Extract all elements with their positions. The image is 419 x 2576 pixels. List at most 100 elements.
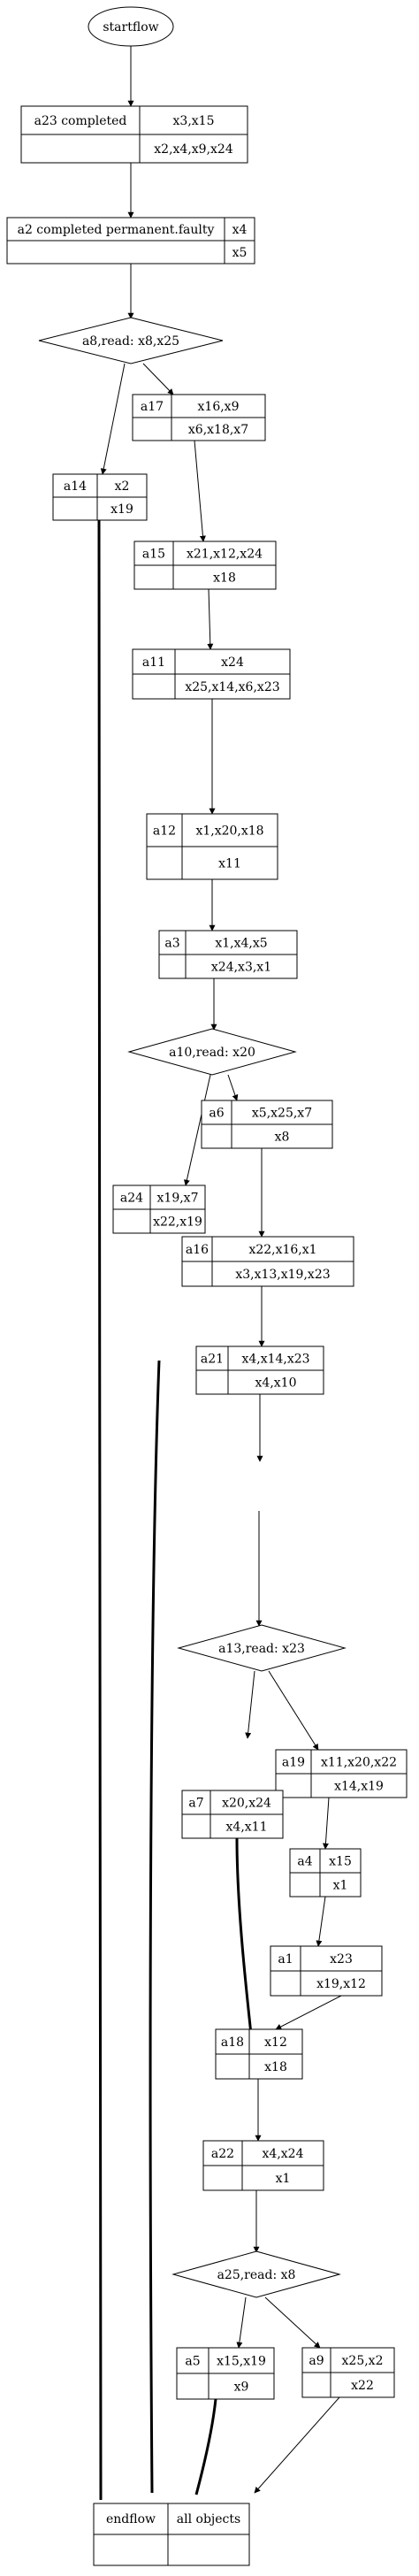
activity-a1: a1 x23 x19,x12 [270, 1945, 383, 1997]
start-label: startflow [103, 20, 158, 34]
decision-label: a8,read: x8,x25 [82, 334, 179, 349]
decision-label: a10,read: x20 [169, 1046, 255, 1060]
edge [183, 1074, 211, 1186]
activity-inputs: x16,x9 [198, 400, 240, 414]
activity-outputs: x22 [351, 2379, 374, 2393]
activity-outputs: x3,x13,x19,x23 [235, 1268, 330, 1282]
activity-a23: a23 completed x3,x15 x2,x4,x9,x24 [20, 105, 248, 164]
end-node: endflow all objects [93, 2503, 250, 2566]
activity-label: a19 [282, 1756, 305, 1770]
activity-outputs: x8 [275, 1131, 290, 1145]
edge [268, 1670, 319, 1751]
activity-a18: a18 x12 x18 [215, 2028, 303, 2080]
end-right-label: all objects [177, 2512, 240, 2526]
end-left-label: endflow [106, 2512, 156, 2526]
activity-inputs: x23 [330, 1952, 353, 1966]
decision-d1: a8,read: x8,x25 [38, 317, 224, 364]
activity-outputs: x24,x3,x1 [211, 961, 271, 975]
activity-inputs: x1,x20,x18 [195, 824, 263, 839]
activity-label: a12 [153, 824, 176, 839]
activity-inputs: x4,x24 [263, 2147, 304, 2161]
start-node: startflow [88, 6, 174, 47]
activity-outputs: x25,x14,x6,x23 [185, 680, 279, 694]
start-ellipse [88, 6, 174, 47]
activity-outputs: x14,x19 [334, 1780, 384, 1794]
activity-outputs: x5 [232, 246, 248, 260]
activity-inputs: x4 [232, 223, 248, 237]
activity-label: a5 [185, 2355, 200, 2369]
activity-inputs: x22,x16,x1 [248, 1243, 316, 1257]
edge [194, 440, 206, 542]
activity-a12: a12 x1,x20,x18 x11 [146, 813, 278, 880]
decision-diamond [127, 1028, 297, 1076]
activity-inputs: x19,x7 [157, 1192, 199, 1206]
activity-inputs: x24 [221, 656, 244, 670]
activity-a3: a3 x1,x4,x5 x24,x3,x1 [158, 930, 298, 979]
activity-label: a18 [221, 2036, 244, 2050]
edge [322, 1797, 330, 1850]
decision-label: a25,read: x8 [217, 2268, 296, 2282]
activity-inputs: x15,x19 [217, 2355, 266, 2369]
activity-inputs: x21,x12,x24 [187, 548, 263, 562]
activity-label: a23 completed [34, 114, 127, 128]
decision-d3: a13,read: x23 [177, 1624, 347, 1672]
activity-label: a14 [64, 479, 87, 494]
activity-inputs: x1,x4,x5 [215, 937, 267, 951]
activity-inputs: x15 [329, 1855, 352, 1869]
activity-outputs: x11 [218, 857, 241, 871]
activity-a11: a11 x24 x25,x14,x6,x23 [132, 648, 291, 700]
activity-label: a11 [142, 656, 165, 670]
activity-label: a9 [309, 2354, 324, 2368]
edge [275, 1995, 342, 2030]
decision-label: a13,read: x23 [218, 1642, 305, 1656]
edges [100, 46, 342, 2494]
activity-label: a6 [209, 1107, 224, 1121]
decision-diamond [177, 1624, 347, 1672]
edge [194, 2398, 217, 2496]
activity-inputs: x2 [115, 479, 130, 494]
decision-diamond [38, 317, 224, 364]
edge [254, 2396, 340, 2494]
activity-outputs: x18 [264, 2060, 287, 2074]
edge [142, 363, 174, 395]
activity-label: a15 [142, 548, 165, 562]
activity-label: a16 [186, 1243, 209, 1257]
activity-outputs: x19 [110, 502, 133, 517]
edge [207, 588, 214, 650]
activity-inputs: x25,x2 [342, 2354, 384, 2368]
activity-a6: a6 x5,x25,x7 x8 [201, 1100, 333, 1149]
edge [97, 519, 103, 2500]
activity-outputs: x19,x12 [316, 1977, 366, 1991]
activity-outputs: x1 [333, 1879, 348, 1893]
activity-label: a1 [278, 1952, 293, 1966]
activity-outputs: x2,x4,x9,x24 [154, 142, 233, 157]
activity-inputs: x5,x25,x7 [252, 1107, 312, 1121]
activity-label: a3 [164, 937, 179, 951]
decision-d2: a10,read: x20 [127, 1028, 297, 1076]
edge [236, 2296, 247, 2349]
activity-outputs: x4,x11 [226, 1821, 268, 1835]
activity-a19: a19 x11,x20,x22 x14,x19 [275, 1749, 408, 1798]
activity-outputs: x18 [213, 571, 236, 586]
edge [227, 1074, 239, 1101]
activity-a16: a16 x22,x16,x1 x3,x13,x19,x23 [181, 1236, 354, 1287]
decision-diamond [171, 2250, 341, 2298]
activity-label: a7 [188, 1797, 203, 1811]
edge [100, 363, 126, 475]
activity-a14: a14 x2 x19 [52, 473, 148, 521]
activity-a15: a15 x21,x12,x24 x18 [133, 540, 277, 590]
activity-outputs: x1 [276, 2172, 291, 2186]
thick-edges [97, 519, 253, 2500]
activity-inputs: x3,x15 [173, 114, 215, 128]
edge [245, 1670, 255, 1739]
edge [149, 1360, 161, 2494]
activity-outputs: x22,x19 [153, 1215, 202, 1230]
activity-inputs: x11,x20,x22 [321, 1756, 397, 1770]
activity-inputs: x12 [264, 2036, 287, 2050]
